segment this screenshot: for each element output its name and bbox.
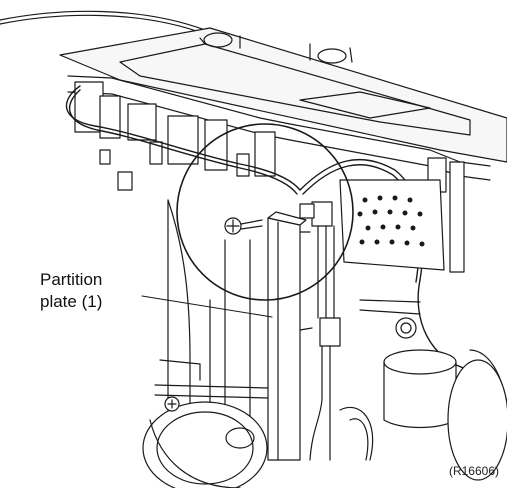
detail-circle [176, 123, 354, 301]
screw [224, 217, 263, 235]
perforated-panel [339, 179, 445, 271]
top-frame [0, 10, 507, 163]
partition-plate-label-line1: Partition [40, 270, 103, 289]
fan-motor [142, 396, 268, 488]
partition-plate-label-line2: plate (1) [40, 292, 103, 311]
figure-reference: (R16606) [448, 464, 499, 478]
partition-plate [267, 211, 313, 461]
compressor [339, 299, 507, 481]
callout-leader [141, 295, 273, 318]
connector [299, 201, 341, 461]
